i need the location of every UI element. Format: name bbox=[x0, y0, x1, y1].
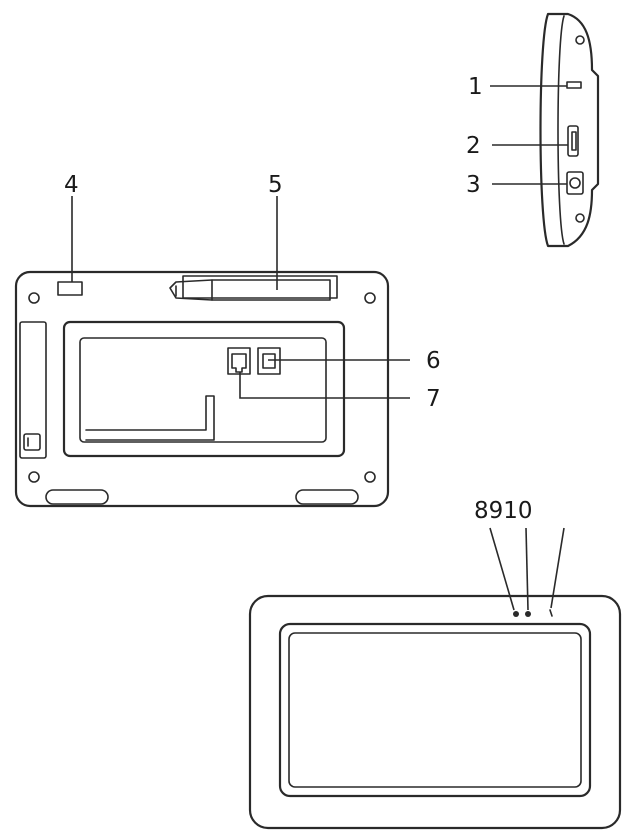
back-antenna-5 bbox=[169, 275, 338, 301]
side-view bbox=[539, 12, 600, 248]
leader-9 bbox=[525, 527, 529, 611]
front-sensor-10 bbox=[549, 609, 553, 617]
callout-6: 6 bbox=[426, 348, 441, 374]
callout-5: 5 bbox=[268, 172, 283, 198]
front-view bbox=[248, 594, 622, 830]
callout-2: 2 bbox=[466, 133, 481, 159]
leader-8 bbox=[489, 527, 515, 611]
side-port-2 bbox=[567, 125, 579, 157]
callout-7: 7 bbox=[426, 386, 441, 412]
front-sensor-8 bbox=[513, 611, 519, 617]
callout-8-9-10: 8910 bbox=[474, 498, 533, 524]
side-jack-3 bbox=[566, 171, 584, 195]
callout-1: 1 bbox=[468, 74, 483, 100]
callout-3: 3 bbox=[466, 172, 481, 198]
callout-4: 4 bbox=[64, 172, 79, 198]
back-ethernet-7 bbox=[227, 347, 251, 375]
side-slot-1 bbox=[566, 81, 582, 89]
back-port-6 bbox=[257, 347, 281, 375]
leader-10 bbox=[550, 527, 565, 609]
front-sensor-9 bbox=[525, 611, 531, 617]
leader-7 bbox=[239, 372, 410, 399]
back-switch-4 bbox=[57, 281, 83, 296]
back-view bbox=[14, 270, 390, 508]
